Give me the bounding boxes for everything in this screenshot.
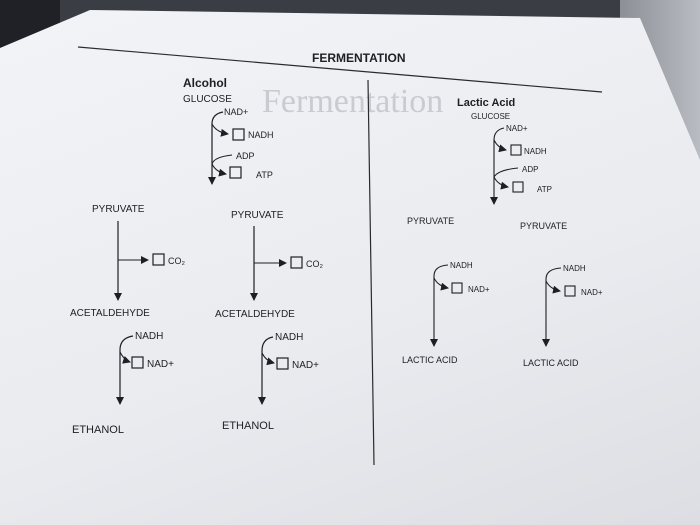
lactic-heading: Lactic Acid <box>457 97 515 109</box>
alcohol-pyruvate-left: PYRUVATE <box>92 204 145 215</box>
lactic-acid-right: LACTIC ACID <box>523 358 579 368</box>
alcohol-nadh-branch-arrow <box>211 123 229 137</box>
watermark-text: Fermentation <box>262 83 443 120</box>
alcohol-heading: Alcohol <box>183 76 227 90</box>
alcohol-co2-left: CO₂ <box>168 256 186 266</box>
lactic-nadh-checkbox[interactable] <box>510 144 522 156</box>
alcohol-adp-arrow <box>211 154 233 165</box>
lactic-atp-branch-arrow <box>493 176 509 190</box>
lactic-atp: ATP <box>537 185 552 194</box>
lactic-pyruvate-right: PYRUVATE <box>520 221 567 231</box>
alcohol-ethanol-right: ETHANOL <box>222 420 274 432</box>
lactic-nad-right: NAD+ <box>581 288 603 297</box>
lactic-left-nad-checkbox[interactable] <box>451 282 463 294</box>
alcohol-nad-plus: NAD+ <box>224 107 248 117</box>
alcohol-nadh-left: NADH <box>135 331 163 342</box>
lactic-right-down-arrow <box>542 267 562 347</box>
lactic-left-nad-branch-arrow <box>433 277 449 291</box>
lactic-acid-left: LACTIC ACID <box>402 355 458 365</box>
lactic-nadh: NADH <box>524 147 547 156</box>
alcohol-right-nad-checkbox[interactable] <box>276 357 289 370</box>
alcohol-co2-right: CO₂ <box>306 259 324 269</box>
page-title: FERMENTATION <box>312 51 406 65</box>
lactic-nadh-branch-arrow <box>493 139 507 153</box>
alcohol-left-nad-branch-arrow <box>119 351 131 364</box>
alcohol-glucose: GLUCOSE <box>183 94 232 105</box>
alcohol-adp: ADP <box>236 151 255 161</box>
lactic-nad-plus: NAD+ <box>506 124 528 133</box>
lactic-atp-checkbox[interactable] <box>512 181 524 193</box>
lactic-adp-arrow <box>493 167 519 178</box>
lactic-nad-left: NAD+ <box>468 285 490 294</box>
alcohol-glycolysis-arrow <box>208 111 224 185</box>
lactic-right-nad-checkbox[interactable] <box>564 285 576 297</box>
alcohol-left-ethanol-arrow <box>116 335 134 405</box>
alcohol-left-nad-checkbox[interactable] <box>131 356 144 369</box>
lactic-nadh-left: NADH <box>450 261 473 270</box>
lactic-glucose: GLUCOSE <box>471 112 510 121</box>
alcohol-acetaldehyde-left: ACETALDEHYDE <box>70 308 150 319</box>
alcohol-right-nad-branch-arrow <box>261 352 275 366</box>
lactic-adp: ADP <box>522 165 538 174</box>
lactic-right-nad-branch-arrow <box>545 280 561 294</box>
lactic-nadh-right: NADH <box>563 264 586 273</box>
alcohol-nadh-checkbox[interactable] <box>232 128 245 141</box>
alcohol-pyruvate-right: PYRUVATE <box>231 210 284 221</box>
alcohol-nad-right: NAD+ <box>292 360 319 371</box>
alcohol-atp: ATP <box>256 170 273 180</box>
alcohol-acetaldehyde-right: ACETALDEHYDE <box>215 309 295 320</box>
alcohol-right-co2-checkbox[interactable] <box>290 256 303 269</box>
alcohol-nadh: NADH <box>248 130 274 140</box>
lactic-pyruvate-left: PYRUVATE <box>407 216 454 226</box>
column-divider <box>367 79 375 466</box>
alcohol-right-ethanol-arrow <box>258 336 274 405</box>
alcohol-nad-left: NAD+ <box>147 359 174 370</box>
title-rule <box>77 46 603 93</box>
lactic-glycolysis-arrow <box>490 127 505 205</box>
lactic-left-down-arrow <box>430 264 449 347</box>
alcohol-atp-branch-arrow <box>211 163 227 177</box>
alcohol-atp-checkbox[interactable] <box>229 166 242 179</box>
alcohol-left-co2-checkbox[interactable] <box>152 253 165 266</box>
alcohol-ethanol-left: ETHANOL <box>72 424 124 436</box>
alcohol-nadh-right: NADH <box>275 332 303 343</box>
